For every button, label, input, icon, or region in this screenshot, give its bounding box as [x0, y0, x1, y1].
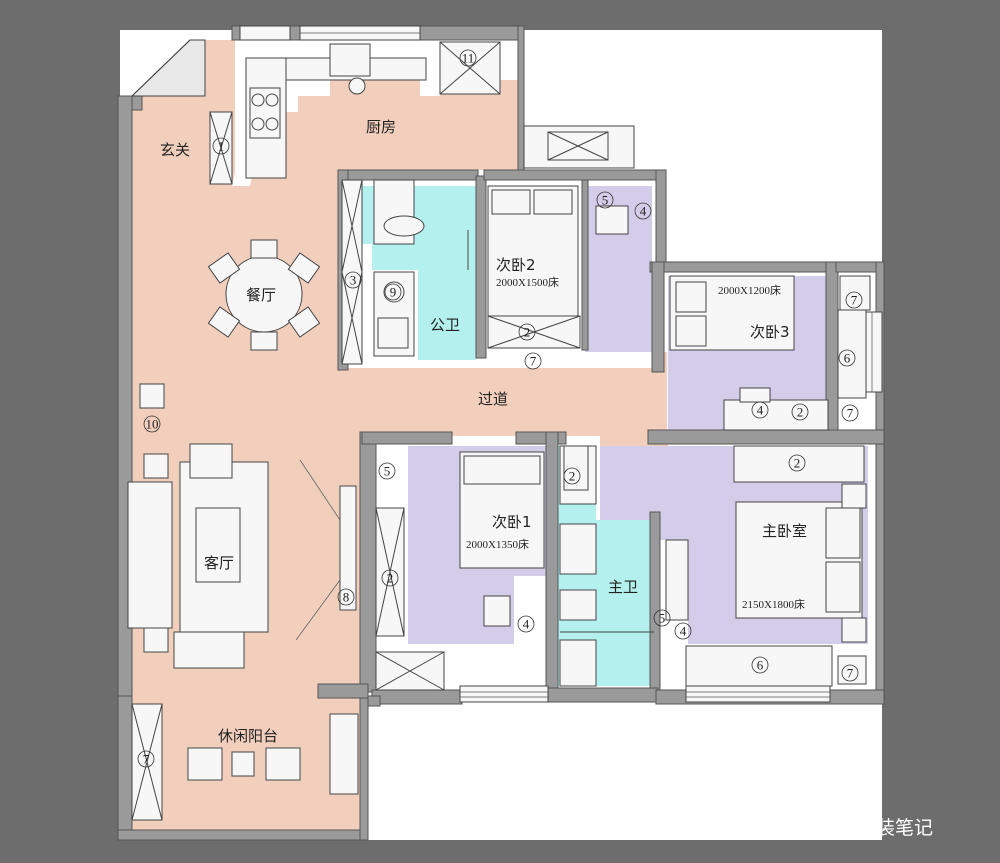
- living-furniture: [127, 383, 357, 669]
- room-label-living: 客厅: [204, 554, 234, 572]
- foyer-cabinet: [209, 111, 233, 185]
- marker-circle-m7e: [137, 750, 155, 768]
- marker-circle-m2e: [381, 569, 399, 587]
- marker-label-m7d: 7: [847, 666, 854, 681]
- room-label-master: 主卧室: [762, 522, 807, 540]
- marker-circle-m5a: [596, 191, 614, 209]
- dining-set: [207, 239, 321, 351]
- bed-size-bedroom1: 2000X1350床: [466, 537, 529, 551]
- marker-label-m7e: 7: [143, 752, 150, 767]
- marker-circle-m3: [344, 271, 362, 289]
- marker-label-m1: 1: [218, 139, 225, 154]
- marker-label-m2d: 2: [569, 469, 576, 484]
- marker-circle-m4b: [751, 401, 769, 419]
- marker-label-m2b: 2: [797, 405, 804, 420]
- marker-label-m5a: 5: [602, 193, 609, 208]
- marker-label-m6b: 6: [757, 658, 764, 673]
- marker-label-m10: 10: [146, 417, 159, 432]
- marker-circle-m5b: [378, 462, 396, 480]
- room-label-public-bath: 公卫: [430, 316, 460, 334]
- room-label-kitchen: 厨房: [366, 118, 396, 136]
- marker-label-m4b: 4: [757, 403, 764, 418]
- room-label-balcony: 休闲阳台: [218, 727, 278, 745]
- room-label-master-bath: 主卫: [608, 578, 638, 596]
- marker-circle-m4c: [517, 615, 535, 633]
- room-labels: 玄关 厨房 餐厅 公卫 次卧2 2000X1500床 2000X1200床 次卧…: [160, 118, 807, 745]
- marker-circle-m2c: [788, 454, 806, 472]
- room-label-bedroom1: 次卧1: [492, 513, 532, 531]
- room-label-foyer: 玄关: [160, 141, 190, 159]
- marker-label-m7c: 7: [847, 406, 854, 421]
- windows: [239, 25, 883, 703]
- marker-circle-m2a: [518, 323, 536, 341]
- marker-label-m4d: 4: [680, 624, 687, 639]
- marker-label-m2a: 2: [524, 325, 531, 340]
- marker-label-m11: 11: [462, 51, 475, 66]
- watermark: 头条 @家装笔记: [794, 817, 933, 839]
- bed-size-bedroom2: 2000X1500床: [496, 275, 559, 289]
- marker-circle-m5c: [653, 609, 671, 627]
- bed-size-bedroom3: 2000X1200床: [718, 283, 781, 297]
- marker-circle-m7c: [841, 404, 859, 422]
- marker-label-m5c: 5: [659, 611, 666, 626]
- marker-label-m8: 8: [343, 590, 350, 605]
- marker-label-m3: 3: [350, 273, 357, 288]
- marker-circle-m11: [459, 49, 477, 67]
- marker-circle-m4d: [674, 622, 692, 640]
- marker-label-m4a: 4: [640, 204, 647, 219]
- marker-circle-m2d: [563, 467, 581, 485]
- master-bath-floor: [558, 446, 654, 686]
- bedroom1-furniture: [375, 451, 545, 691]
- bedroom3-furniture: [669, 275, 871, 431]
- room-label-dining: 餐厅: [246, 286, 276, 304]
- marker-circle-m7b: [845, 291, 863, 309]
- marker-label-m5b: 5: [384, 464, 391, 479]
- room-label-bedroom3: 次卧3: [750, 323, 790, 341]
- marker-circle-m6b: [751, 656, 769, 674]
- bed-size-master: 2150X1800床: [742, 597, 805, 611]
- marker-circle-m1: [212, 137, 230, 155]
- kitchen-fixtures: [245, 41, 635, 179]
- bedroom2-furniture: [487, 185, 629, 349]
- marker-circle-m4a: [634, 202, 652, 220]
- marker-circle-m7a: [524, 352, 542, 370]
- marker-label-m2c: 2: [794, 456, 801, 471]
- marker-circle-m9: [384, 283, 402, 301]
- marker-label-m7a: 7: [530, 354, 537, 369]
- marker-label-m9: 9: [390, 285, 397, 300]
- marker-circle-m2b: [791, 403, 809, 421]
- master-furniture: [563, 445, 867, 687]
- marker-circle-m6a: [838, 349, 856, 367]
- marker-label-m2e: 2: [387, 571, 394, 586]
- room-label-corridor: 过道: [478, 390, 508, 408]
- marker-circle-m7d: [841, 664, 859, 682]
- marker-circle-m10: [143, 415, 161, 433]
- marker-label-m6a: 6: [844, 351, 851, 366]
- marker-circle-m8: [337, 588, 355, 606]
- balcony-furniture: [131, 703, 359, 821]
- room-label-bedroom2: 次卧2: [496, 256, 536, 274]
- marker-label-m7b: 7: [851, 293, 858, 308]
- marker-label-m4c: 4: [523, 617, 530, 632]
